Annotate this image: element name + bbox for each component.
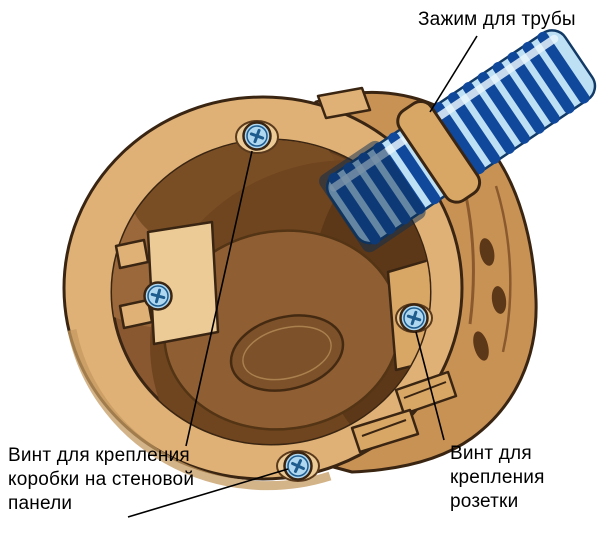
- screw-box-top: [242, 121, 272, 151]
- phillips-cross: [249, 128, 265, 144]
- leader-pipe-clamp: [429, 35, 478, 113]
- rim-tab-lower-left: [118, 298, 154, 330]
- knockout-oval: [229, 314, 345, 392]
- phillips-cross: [150, 288, 166, 304]
- label-box-mount-screw: Винт для крепления коробки на стеновой п…: [8, 445, 195, 514]
- pipe-interior-shadow: [319, 140, 426, 253]
- screw-box-bottom: [283, 451, 313, 481]
- knockout-inner-ring: [242, 325, 332, 381]
- corrugated-pipe: [319, 29, 597, 253]
- bottom-brackets: [350, 370, 458, 454]
- rim-top-tab: [316, 86, 372, 120]
- screw-socket: [399, 303, 429, 333]
- wall-slots: [473, 238, 507, 361]
- rim-tab-upper-left: [114, 238, 150, 270]
- phillips-cross: [406, 310, 422, 326]
- pipe-clamp: [396, 99, 482, 204]
- wall-ridge: [494, 185, 512, 353]
- label-pipe-clamp: Зажим для трубы: [418, 9, 576, 30]
- leader-box-screw-top: [185, 150, 253, 447]
- rim-shade: [67, 329, 332, 491]
- leader-box-screw-bottom: [127, 468, 289, 518]
- leader-socket-screw: [415, 331, 445, 441]
- phillips-cross: [291, 459, 305, 473]
- label-socket-mount-screw: Винт для крепления розетки: [450, 443, 545, 512]
- screw-box-left: [143, 281, 173, 311]
